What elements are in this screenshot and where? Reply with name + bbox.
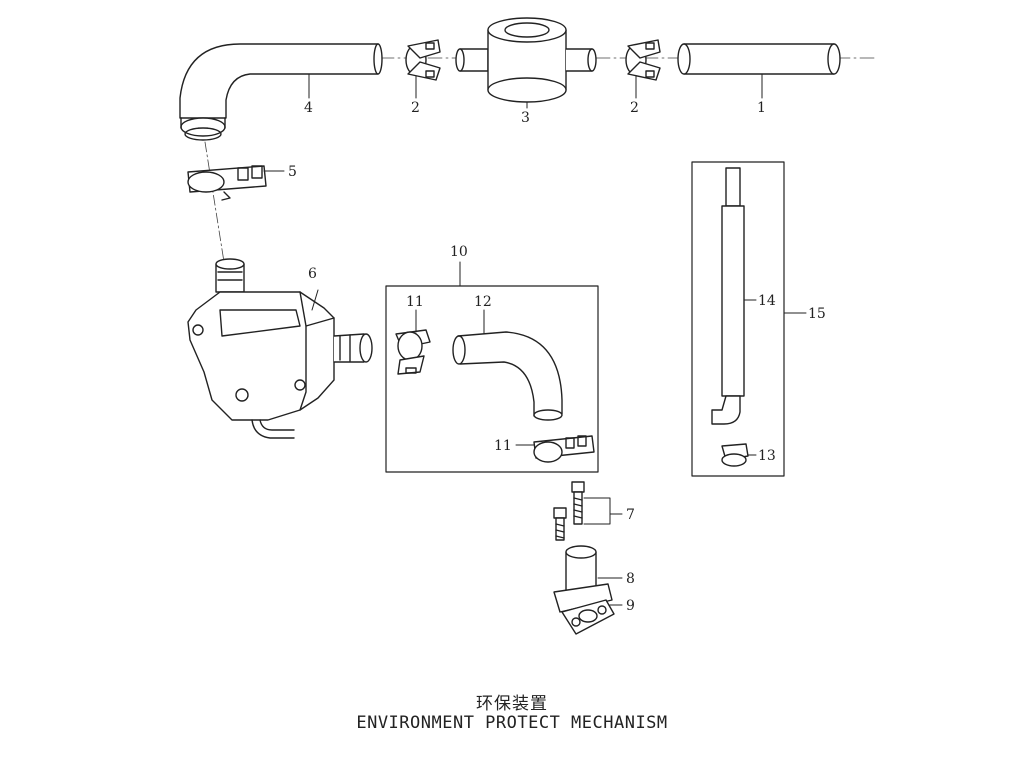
kit-box-part-10 <box>385 261 599 473</box>
callout-15: 15 <box>808 306 826 322</box>
callout-4: 4 <box>304 100 313 116</box>
callout-6: 6 <box>308 266 317 282</box>
diagram-title-english: ENVIRONMENT PROTECT MECHANISM <box>356 713 668 733</box>
clamp-part-2-left <box>405 39 441 81</box>
callout-3: 3 <box>521 110 530 126</box>
callout-14: 14 <box>758 293 776 309</box>
callout-8: 8 <box>626 571 635 587</box>
callout-1: 1 <box>757 100 766 116</box>
hose-part-4 <box>179 43 383 141</box>
hose-part-1 <box>677 43 841 75</box>
diagram-title-chinese: 环保装置 <box>476 694 548 714</box>
bolts-part-7 <box>553 481 623 541</box>
callout-11-top: 11 <box>406 294 424 310</box>
callout-10: 10 <box>450 244 468 260</box>
callout-12: 12 <box>474 294 492 310</box>
fitting-part-8 <box>553 545 623 613</box>
callout-7: 7 <box>626 507 635 523</box>
callout-5: 5 <box>288 164 297 180</box>
filter-part-3 <box>455 17 597 103</box>
callout-13: 13 <box>758 448 776 464</box>
kit-box-part-15 <box>691 161 807 477</box>
clamp-part-5 <box>187 165 285 201</box>
gasket-part-9 <box>561 599 623 635</box>
valve-body-part-6 <box>187 258 373 439</box>
assembly-axis-vertical <box>204 141 225 263</box>
callout-2-right: 2 <box>630 100 639 116</box>
clamp-part-2-right <box>625 39 661 81</box>
callout-2-left: 2 <box>411 100 420 116</box>
callout-11-bottom: 11 <box>494 438 512 454</box>
callout-9: 9 <box>626 598 635 614</box>
